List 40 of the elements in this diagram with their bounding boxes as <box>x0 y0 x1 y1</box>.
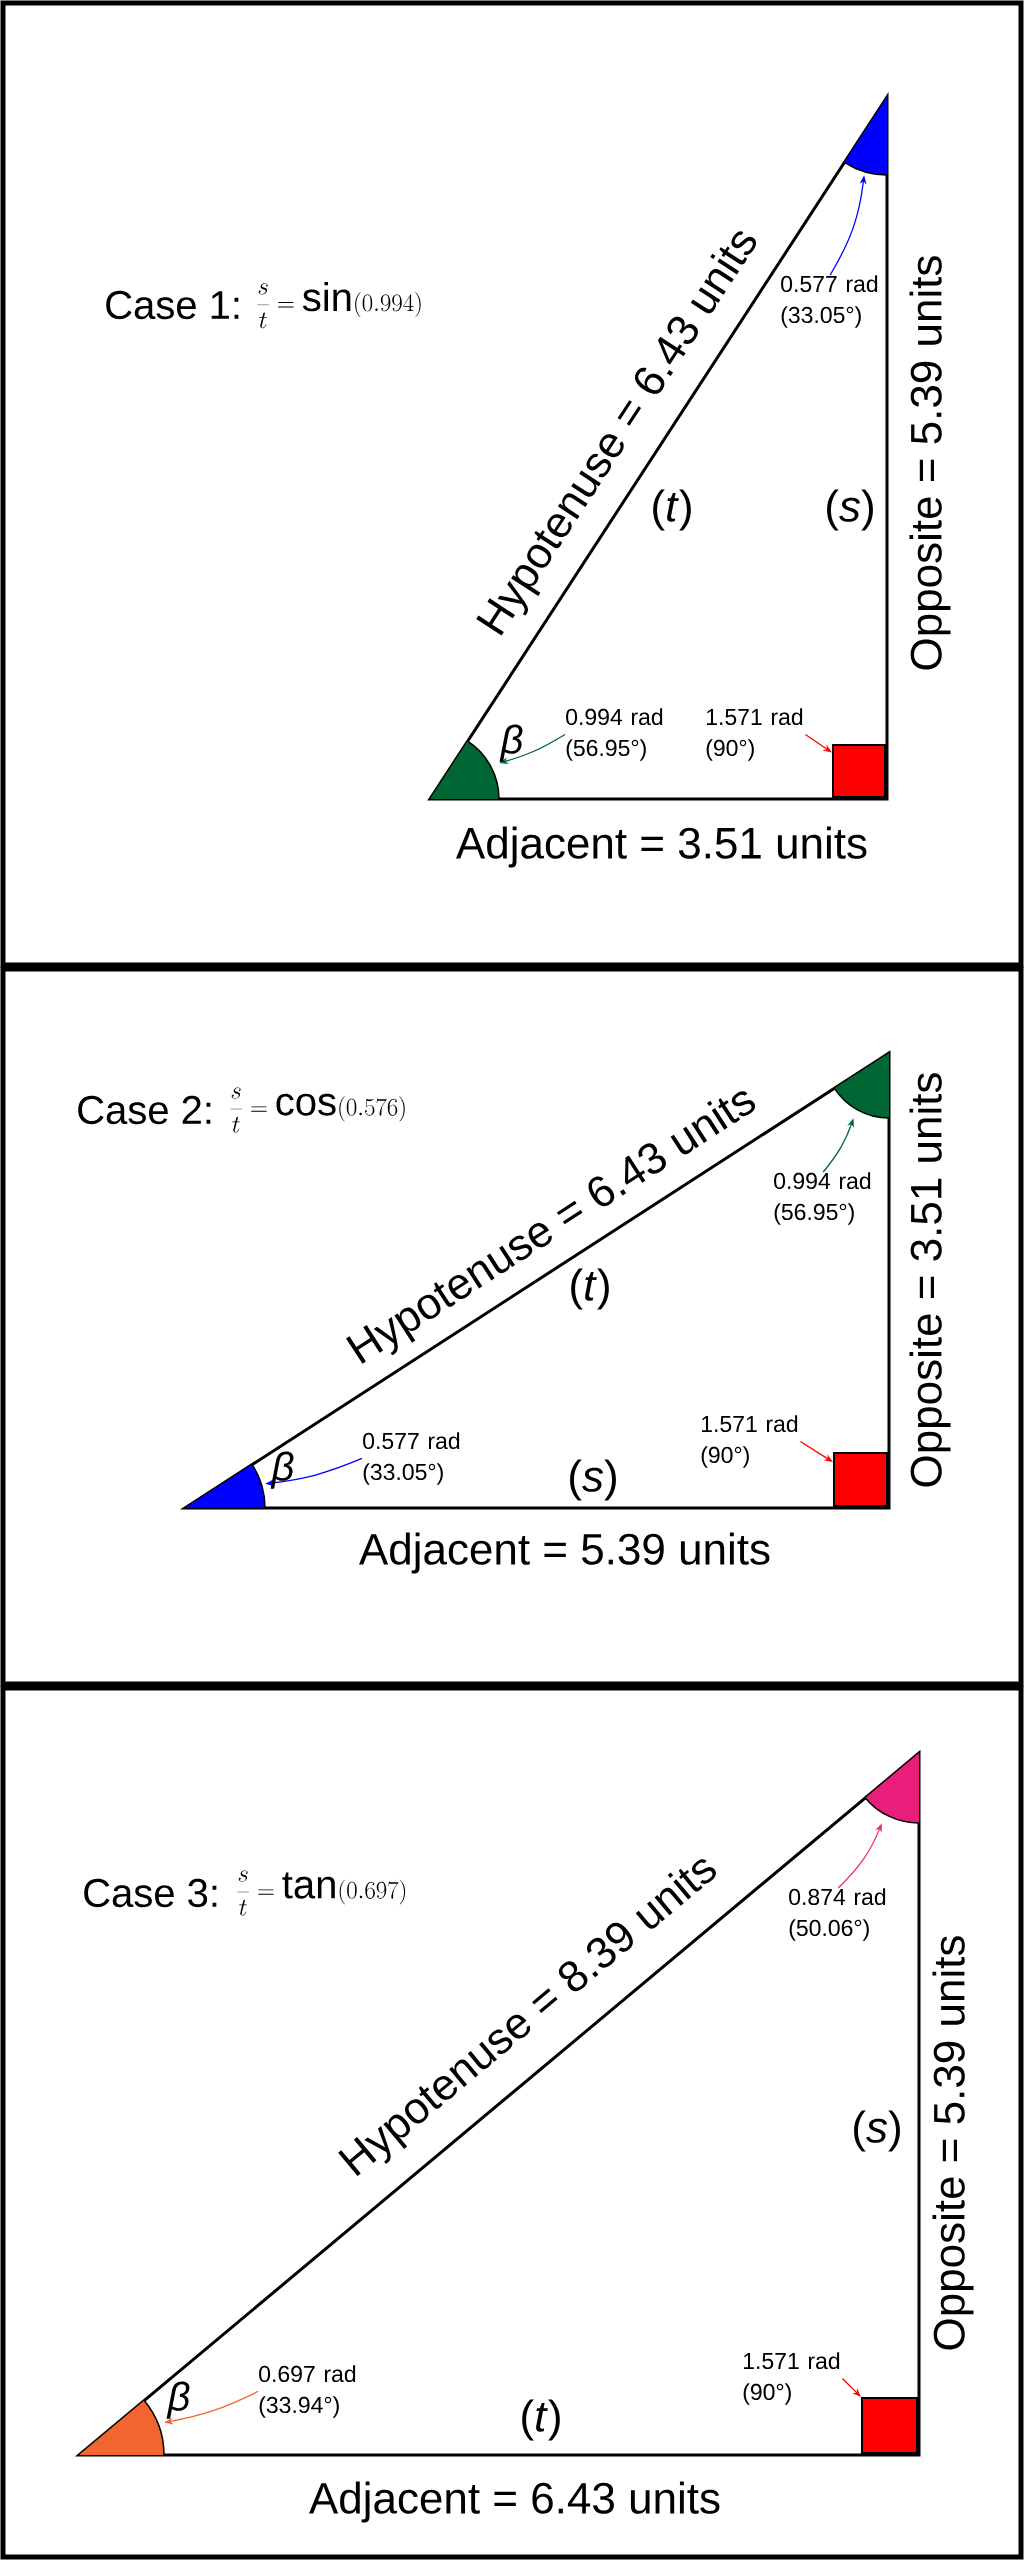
angle-label: 1.571 rad (90°) <box>743 2352 840 2405</box>
angle-label: 1.571 rad (90°) <box>706 708 803 761</box>
right-angle-square <box>832 744 886 798</box>
ratio-formula: $\frac{s}{t} = \sin(0.994)$ <box>257 282 421 329</box>
side-label: Opposite = 5.39 units <box>932 1936 974 2350</box>
case-title: Case 3: <box>84 1878 217 1908</box>
side-label: Adjacent = 5.39 units <box>359 1532 770 1574</box>
side-label: Opposite = 3.51 units <box>909 1073 951 1487</box>
ratio-formula: $\frac{s}{t} = \cos(0.576)$ <box>230 1087 405 1133</box>
side-symbol: (t) <box>571 1268 609 1310</box>
side-symbol: (s) <box>827 489 873 531</box>
angle-symbol: β <box>166 2381 190 2419</box>
side-symbol: (s) <box>854 2110 900 2152</box>
angle-wedge <box>430 740 500 800</box>
case-title: Case 2: <box>78 1095 211 1125</box>
angle-label: 0.697 rad (33.94°) <box>259 2365 356 2418</box>
angle-label: 0.994 rad (56.95°) <box>566 708 663 761</box>
angle-wedge <box>864 1753 920 1824</box>
side-label: Opposite = 5.39 units <box>909 256 951 670</box>
right-angle-square <box>861 2397 918 2454</box>
side-label: Adjacent = 6.43 units <box>309 2481 720 2523</box>
angle-label: 0.577 rad (33.05°) <box>781 275 878 328</box>
side-symbol: (t) <box>653 489 691 531</box>
right-angle-square <box>833 1452 888 1507</box>
angle-symbol: β <box>499 724 523 762</box>
case-title: Case 1: <box>106 290 239 320</box>
arrow <box>804 733 832 753</box>
angle-label: 0.577 rad (33.05°) <box>363 1432 460 1485</box>
angle-wedge <box>79 2399 165 2456</box>
angle-label: 0.874 rad (50.06°) <box>789 1888 886 1941</box>
side-label: Adjacent = 3.51 units <box>456 826 867 868</box>
side-symbol: (s) <box>570 1459 616 1501</box>
angle-wedge <box>185 1463 266 1509</box>
angle-label: 0.994 rad (56.95°) <box>774 1172 871 1225</box>
ratio-formula: $\frac{s}{t} = \tan(0.697)$ <box>237 1870 406 1916</box>
angle-symbol: β <box>270 1451 294 1489</box>
angle-wedge <box>843 97 888 176</box>
side-symbol: (t) <box>522 2399 560 2441</box>
angle-label: 1.571 rad (90°) <box>701 1415 798 1468</box>
angle-wedge <box>833 1053 890 1119</box>
